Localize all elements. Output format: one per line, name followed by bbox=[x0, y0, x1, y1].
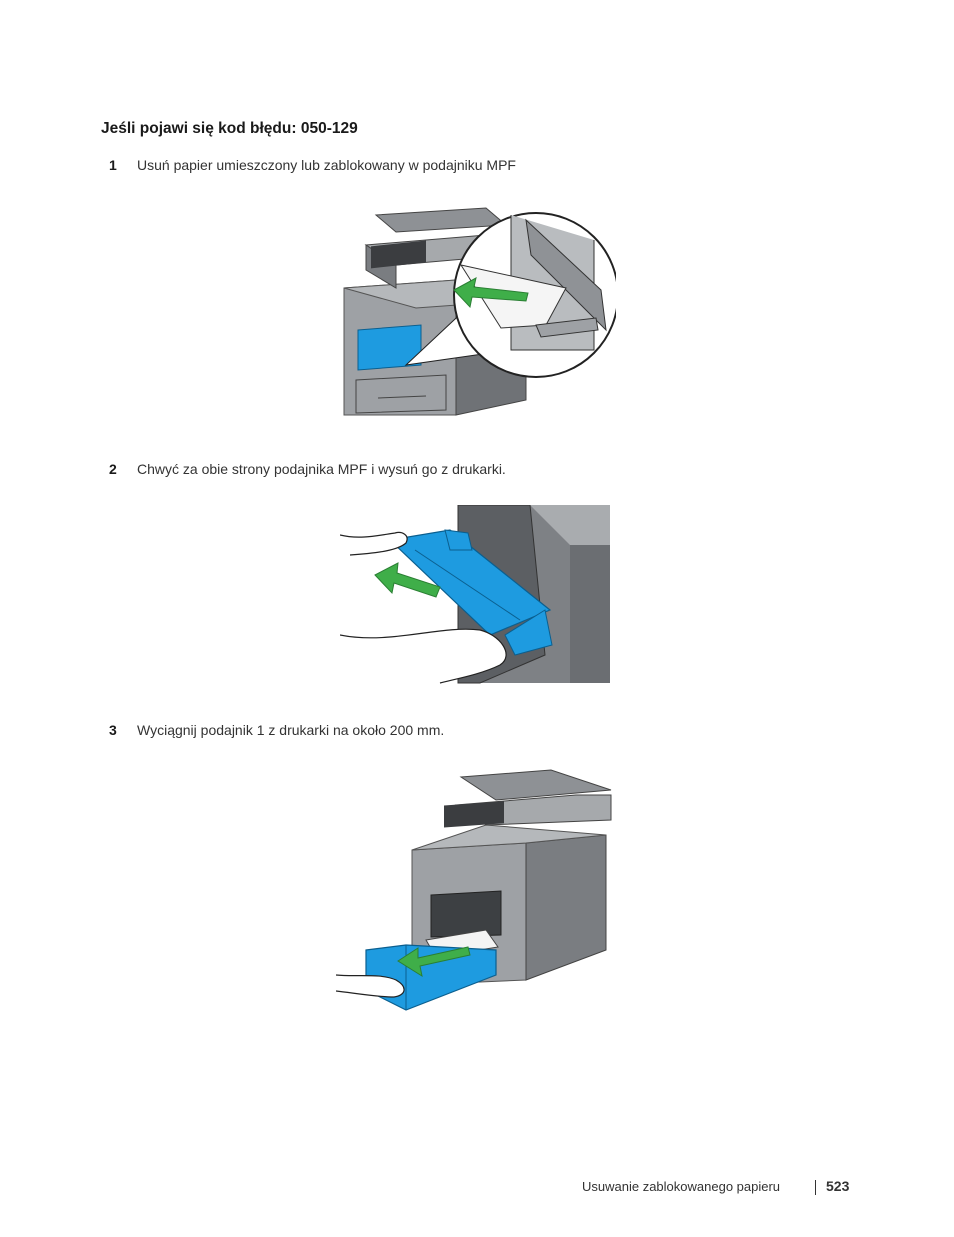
footer-divider bbox=[815, 1180, 816, 1195]
figure-mpf-tray-pull bbox=[340, 505, 610, 684]
page-number: 523 bbox=[826, 1178, 850, 1194]
figure-mpf-paper-removal bbox=[343, 207, 616, 416]
footer-section-title: Usuwanie zablokowanego papieru bbox=[582, 1179, 781, 1194]
step-number: 3 bbox=[109, 722, 117, 738]
figure-tray1-pull bbox=[336, 769, 612, 1011]
step-number: 2 bbox=[109, 461, 117, 477]
step-text: Wyciągnij podajnik 1 z drukarki na około… bbox=[137, 722, 445, 738]
page-heading: Jeśli pojawi się kod błędu: 050-129 bbox=[101, 120, 358, 137]
step-number: 1 bbox=[109, 157, 117, 173]
step-text: Chwyć za obie strony podajnika MPF i wys… bbox=[137, 461, 506, 477]
step-text: Usuń papier umieszczony lub zablokowany … bbox=[137, 157, 516, 173]
